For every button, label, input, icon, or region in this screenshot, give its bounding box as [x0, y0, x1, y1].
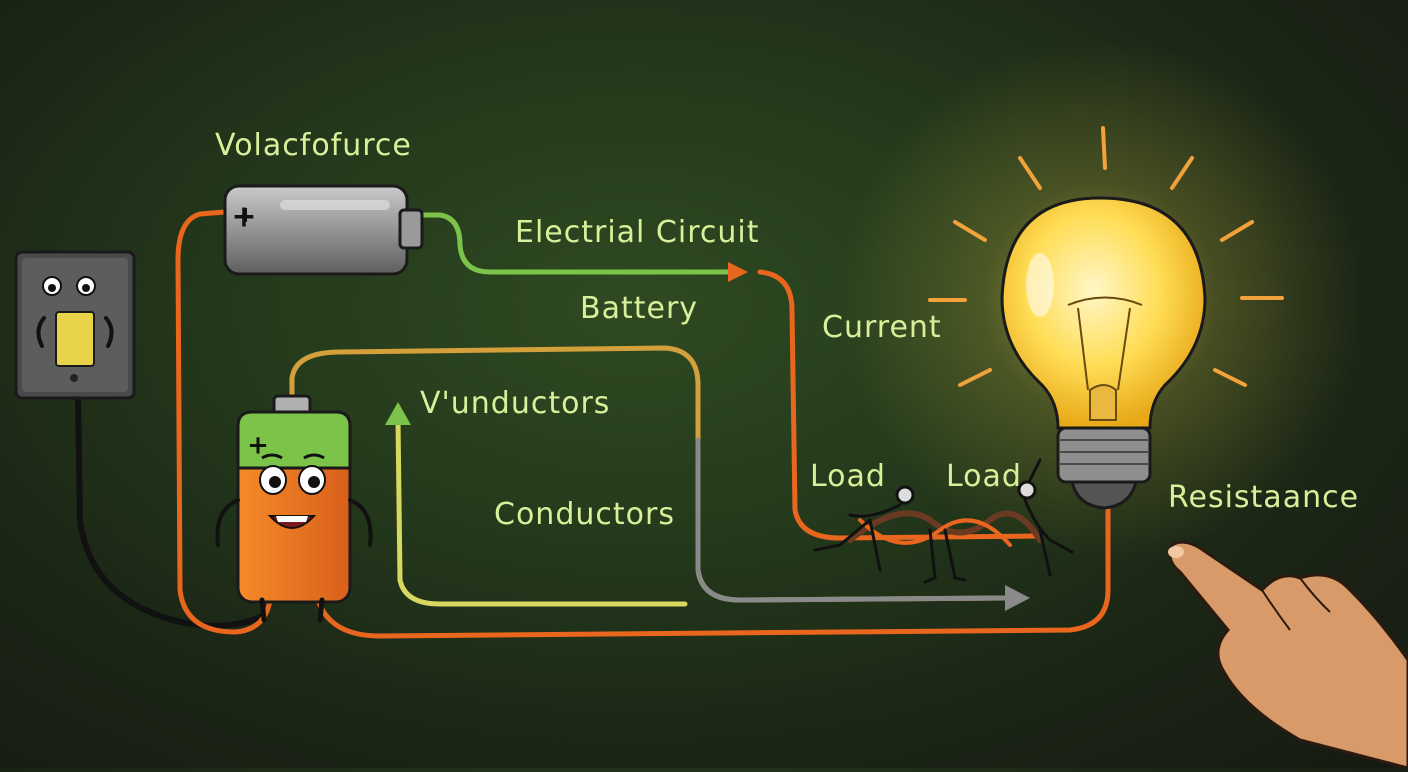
battery-cell-icon[interactable]: +	[223, 184, 424, 276]
label-title: Volacfofurce	[215, 128, 412, 163]
label-load-right: Load	[946, 459, 1022, 494]
yellow-conductor-wire	[395, 417, 688, 607]
arrowhead-up	[385, 402, 411, 425]
label-conductors: Conductors	[494, 497, 675, 532]
gray-wire	[695, 437, 1008, 603]
orange-load-wire	[757, 269, 1043, 541]
label-current: Current	[822, 310, 942, 345]
label-vinductors: V'unductors	[420, 386, 610, 421]
load-wire-orange	[858, 518, 1012, 547]
wires	[75, 209, 1111, 639]
svg-text:+: +	[231, 200, 256, 235]
load-wire-brown	[847, 510, 1043, 543]
pointing-hand-icon	[1168, 540, 1408, 770]
label-circuit: Electrial Circuit	[515, 215, 760, 250]
green-wire	[417, 212, 738, 275]
svg-text:+: +	[247, 431, 269, 461]
label-resistance: Resistaance	[1168, 480, 1359, 515]
label-load-left: Load	[810, 459, 886, 494]
black-wire	[75, 395, 268, 629]
battery-character-icon[interactable]: +	[215, 394, 373, 623]
arrowhead-right	[1005, 585, 1030, 611]
load-characters-icon	[813, 458, 1074, 584]
orange-return-wire	[315, 502, 1111, 639]
light-bulb-icon[interactable]	[928, 126, 1284, 510]
switch-icon[interactable]	[14, 250, 136, 400]
orange-left-wire	[175, 209, 273, 635]
arrowhead-circuit	[728, 262, 748, 282]
label-battery: Battery	[580, 291, 698, 326]
